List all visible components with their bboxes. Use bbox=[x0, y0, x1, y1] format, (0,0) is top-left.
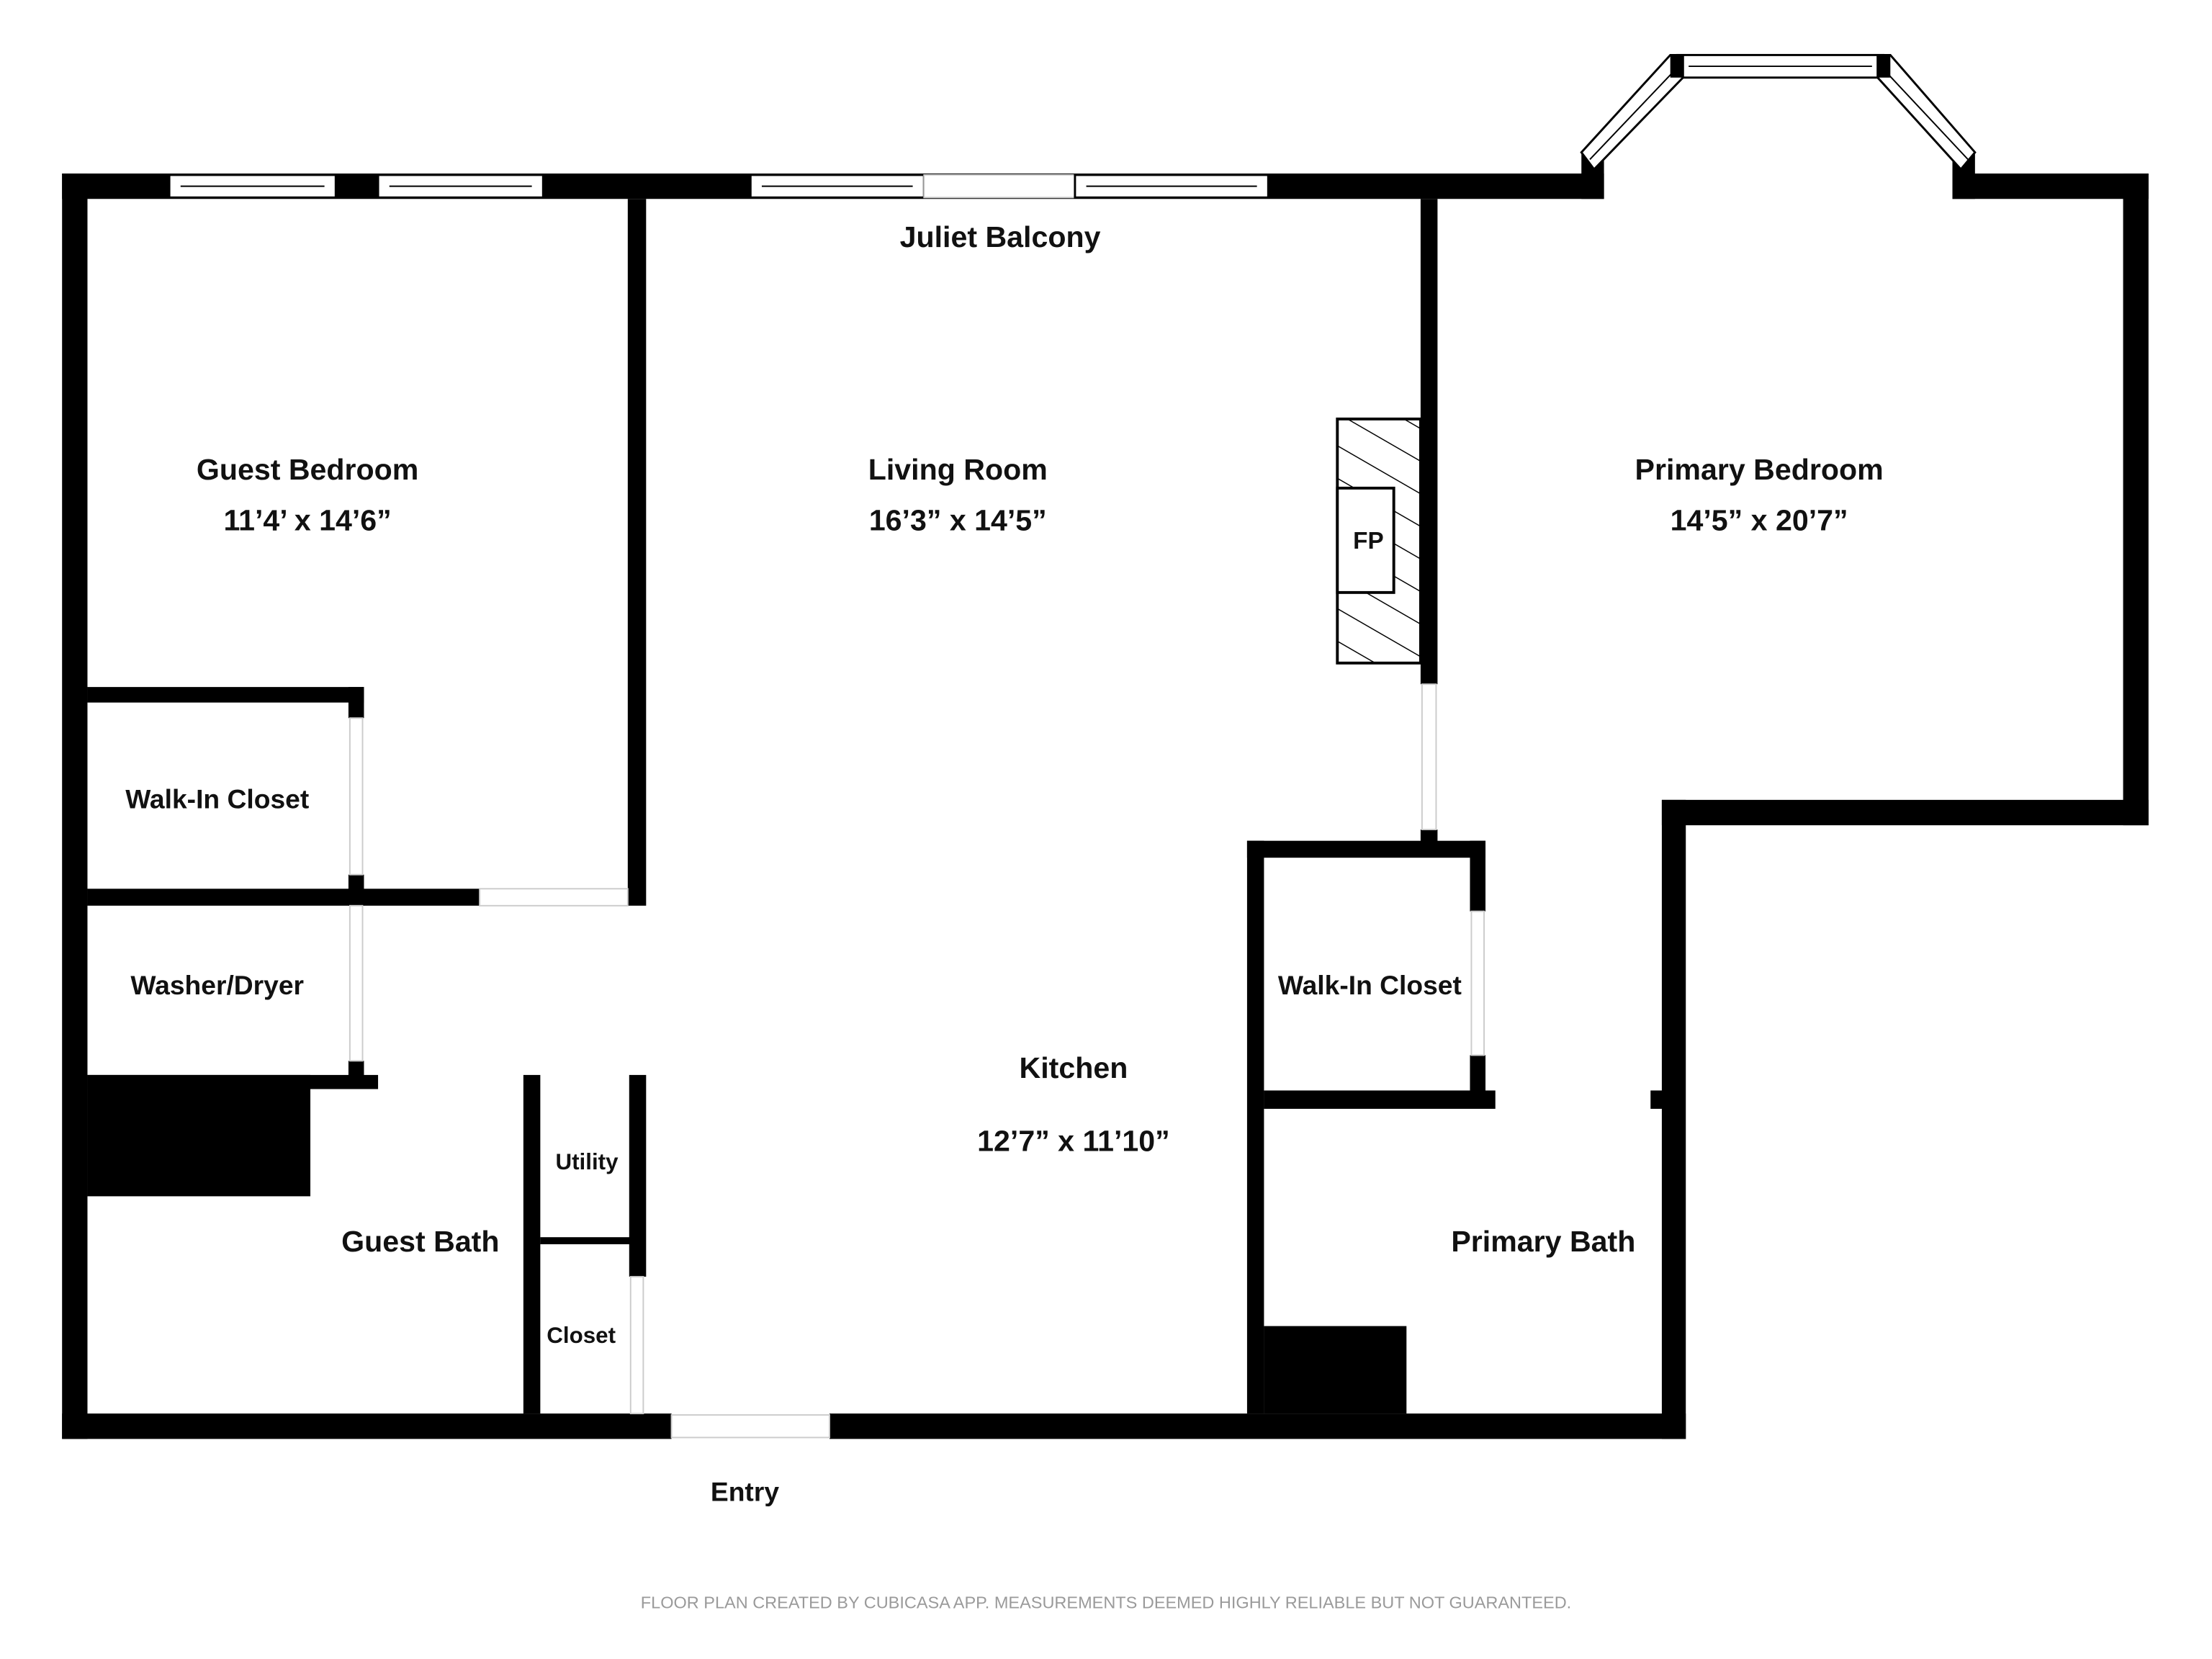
kitchen-size: 12’7” x 11’10” bbox=[977, 1125, 1170, 1158]
fireplace: FP bbox=[1336, 417, 1422, 665]
kitchen-name: Kitchen bbox=[1020, 1051, 1128, 1084]
walls bbox=[62, 152, 2149, 1439]
fireplace-label: FP bbox=[1353, 528, 1384, 554]
primary-bath-label: Primary Bath bbox=[1451, 1225, 1635, 1258]
walk-in-closet-guest-label: Walk-In Closet bbox=[125, 784, 309, 814]
juliet-balcony-label: Juliet Balcony bbox=[900, 220, 1101, 253]
guest-bath-label: Guest Bath bbox=[341, 1225, 499, 1258]
windows bbox=[168, 53, 1977, 199]
footer-disclaimer: FLOOR PLAN CREATED BY CUBICASA APP. MEAS… bbox=[641, 1593, 1571, 1611]
door-openings bbox=[349, 683, 1485, 1439]
guest-bedroom-size: 11’4’ x 14’6” bbox=[223, 504, 391, 537]
primary-bedroom-size: 14’5” x 20’7” bbox=[1671, 504, 1848, 537]
walk-in-closet-primary-label: Walk-In Closet bbox=[1278, 970, 1462, 1000]
utility-label: Utility bbox=[556, 1149, 619, 1174]
entry-label: Entry bbox=[711, 1477, 779, 1507]
guest-bedroom-name: Guest Bedroom bbox=[197, 453, 418, 486]
living-room-name: Living Room bbox=[868, 453, 1048, 486]
washer-dryer-label: Washer/Dryer bbox=[130, 970, 304, 1000]
living-room-size: 16’3” x 14’5” bbox=[869, 504, 1047, 537]
primary-bedroom-name: Primary Bedroom bbox=[1635, 453, 1884, 486]
closet-label: Closet bbox=[547, 1323, 616, 1348]
